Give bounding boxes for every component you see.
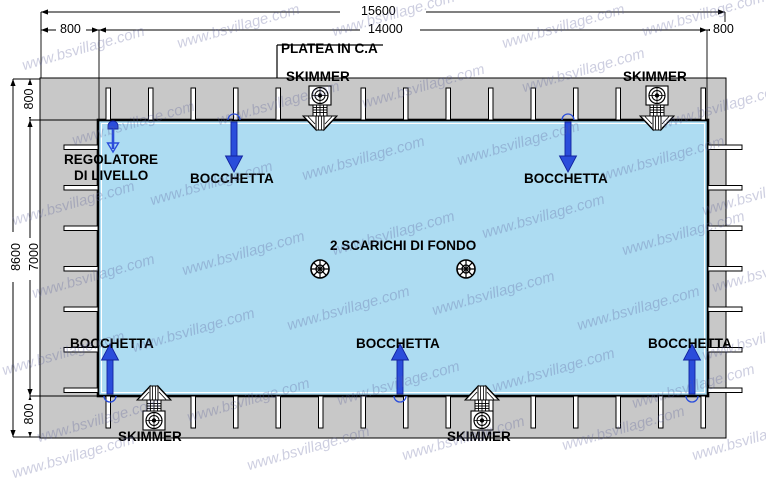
coping-tick	[707, 185, 743, 191]
dim-left-inner-label: 7000	[27, 243, 41, 271]
coping-tick	[707, 347, 743, 353]
coping-tick	[530, 395, 536, 429]
coping-tick	[63, 387, 99, 393]
coping-tick	[63, 185, 99, 191]
skimmer-label-top-right: SKIMMER	[623, 69, 687, 84]
dim-left-overall-label: 8600	[9, 243, 23, 271]
coping-tick	[707, 266, 743, 272]
coping-tick	[233, 395, 239, 429]
coping-tick	[190, 87, 196, 121]
coping-tick	[63, 266, 99, 272]
platea-leader-line	[276, 44, 383, 78]
coping-tick	[63, 144, 99, 150]
coping-tick	[105, 395, 111, 429]
coping-tick	[148, 87, 154, 121]
coping-tick	[233, 87, 239, 121]
coping-tick	[105, 87, 111, 121]
coping-ticks-bottom	[105, 395, 706, 429]
regolatore-label-line1: REGOLATORE	[64, 152, 159, 167]
coping-tick	[360, 395, 366, 429]
coping-tick	[707, 387, 743, 393]
coping-tick	[403, 87, 409, 121]
dim-left-bottom-margin-label: 800	[22, 403, 36, 425]
bocchetta-label-bottom-left: BOCCHETTA	[70, 336, 154, 351]
coping-tick	[275, 395, 281, 429]
dim-left-top-margin-label: 800	[22, 88, 36, 110]
coping-tick	[445, 87, 451, 121]
dimension-left-overall	[5, 78, 40, 438]
coping-tick	[63, 306, 99, 312]
coping-tick	[700, 395, 706, 429]
coping-tick	[360, 87, 366, 121]
coping-ticks-top	[105, 87, 706, 121]
bocchetta-label-bottom-mid: BOCCHETTA	[356, 336, 440, 351]
coping-ticks-right	[707, 144, 743, 393]
coping-tick	[488, 87, 494, 121]
coping-tick	[707, 144, 743, 150]
coping-tick	[707, 225, 743, 231]
bocchetta-label-bottom-right: BOCCHETTA	[648, 336, 732, 351]
coping-tick	[615, 87, 621, 121]
dimension-left-chain	[22, 79, 98, 437]
dim-top-overall-label: 15600	[361, 4, 396, 18]
coping-tick	[318, 395, 324, 429]
coping-tick	[63, 347, 99, 353]
platea-label: PLATEA IN C.A	[281, 41, 378, 56]
bocchetta-label-top-right: BOCCHETTA	[524, 171, 608, 186]
coping-tick	[63, 225, 99, 231]
coping-tick	[445, 395, 451, 429]
coping-tick	[190, 395, 196, 429]
coping-tick	[658, 395, 664, 429]
skimmer-label-bottom-right: SKIMMER	[447, 429, 511, 444]
bottom-drain-icon-left[interactable]	[310, 259, 330, 279]
coping-tick	[530, 87, 536, 121]
coping-tick	[707, 306, 743, 312]
dim-top-right-margin-label: 800	[713, 22, 734, 36]
coping-tick	[615, 395, 621, 429]
bottom-drain-icon-right[interactable]	[456, 259, 476, 279]
skimmer-label-bottom-left: SKIMMER	[118, 429, 182, 444]
pool-plan-svg	[5, 4, 743, 439]
coping-tick	[700, 87, 706, 121]
dim-top-left-margin-label: 800	[60, 22, 81, 36]
dim-top-inner-label: 14000	[368, 22, 403, 36]
skimmer-label-top-left: SKIMMER	[286, 69, 350, 84]
coping-tick	[573, 87, 579, 121]
coping-tick	[275, 87, 281, 121]
bocchetta-label-top-left: BOCCHETTA	[190, 171, 274, 186]
dimension-top-overall	[40, 4, 726, 34]
regolatore-label-line2: DI LIVELLO	[74, 168, 149, 183]
dimension-top-chain	[40, 12, 742, 120]
scarichi-di-fondo-label: 2 SCARICHI DI FONDO	[330, 238, 477, 253]
coping-ticks-left	[63, 144, 99, 393]
coping-tick	[573, 395, 579, 429]
